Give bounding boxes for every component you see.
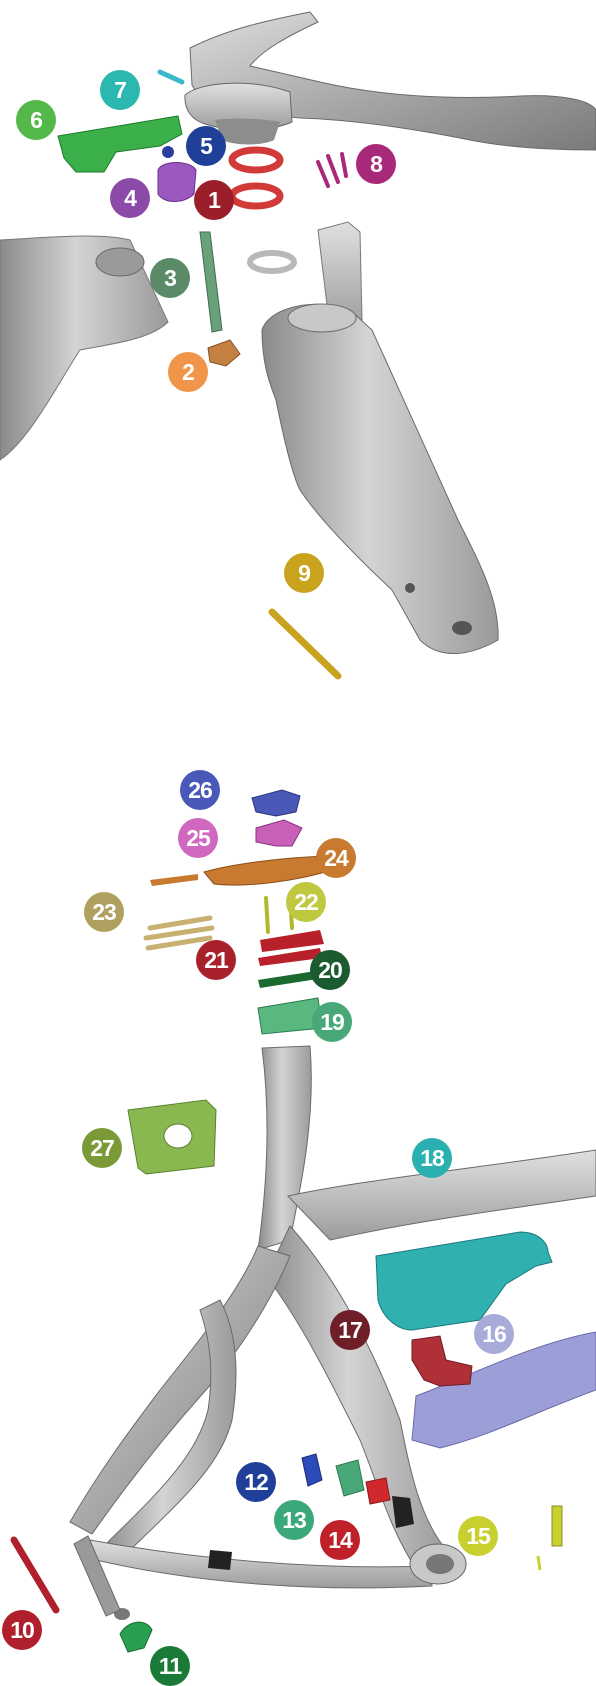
callout-badge-24: 24 — [316, 838, 356, 878]
washer — [250, 253, 294, 271]
bottom-bracket-hole — [426, 1554, 454, 1574]
chain-stay-band — [208, 1550, 232, 1570]
part-27-hole — [164, 1124, 192, 1148]
callout-badge-13: 13 — [274, 1500, 314, 1540]
part-6-cover — [58, 116, 182, 172]
callout-badge-9: 9 — [284, 553, 324, 593]
part-23-strips — [146, 918, 212, 948]
part-13 — [336, 1460, 364, 1496]
part-11 — [120, 1622, 152, 1652]
part-1-ring-a — [232, 150, 280, 170]
callout-badge-17: 17 — [330, 1310, 370, 1350]
callout-badge-12: 12 — [236, 1462, 276, 1502]
part-12 — [302, 1454, 322, 1486]
callout-badge-1: 1 — [194, 180, 234, 220]
callout-badge-20: 20 — [310, 950, 350, 990]
part-5 — [162, 146, 174, 158]
part-18-bottle — [376, 1232, 552, 1330]
callout-badge-16: 16 — [474, 1314, 514, 1354]
part-15-screws — [538, 1556, 540, 1570]
callout-badge-10: 10 — [2, 1610, 42, 1650]
part-25 — [256, 820, 302, 846]
callout-badge-27: 27 — [82, 1128, 122, 1168]
callout-badge-14: 14 — [320, 1520, 360, 1560]
part-3-shaft — [200, 232, 222, 332]
part-17 — [412, 1336, 472, 1386]
part-1-ring-b — [232, 186, 280, 206]
callout-badge-3: 3 — [150, 258, 190, 298]
dropout-hole — [452, 621, 472, 635]
top-tube-section — [0, 236, 168, 460]
part-24-rail — [150, 874, 198, 886]
callout-badge-18: 18 — [412, 1138, 452, 1178]
head-tube-top — [288, 304, 356, 332]
callout-badge-19: 19 — [312, 1002, 352, 1042]
callout-badge-8: 8 — [356, 144, 396, 184]
callout-badge-26: 26 — [180, 770, 220, 810]
part-10-axle — [14, 1540, 56, 1610]
part-4-cap — [158, 163, 196, 202]
part-7-bolt — [160, 72, 182, 82]
callout-badge-23: 23 — [84, 892, 124, 932]
part-9-axle — [272, 612, 338, 676]
head-tube — [262, 304, 498, 653]
chain-stay — [90, 1540, 432, 1588]
callout-badge-5: 5 — [186, 126, 226, 166]
callout-badge-21: 21 — [196, 940, 236, 980]
bolt-hole — [405, 583, 415, 593]
callout-badge-4: 4 — [110, 178, 150, 218]
part-21-plate-a — [260, 930, 324, 952]
part-15 — [552, 1506, 562, 1546]
callout-badge-7: 7 — [100, 70, 140, 110]
callout-badge-11: 11 — [150, 1646, 190, 1686]
callout-badge-6: 6 — [16, 100, 56, 140]
callout-badge-2: 2 — [168, 352, 208, 392]
part-8-bolts — [318, 154, 346, 186]
callout-badge-15: 15 — [458, 1516, 498, 1556]
callout-badge-22: 22 — [286, 882, 326, 922]
part-2 — [208, 340, 240, 366]
seat-tube — [258, 1046, 311, 1250]
callout-badge-25: 25 — [178, 818, 218, 858]
part-26 — [252, 790, 300, 816]
part-14 — [366, 1478, 390, 1504]
tube-opening — [96, 248, 144, 276]
